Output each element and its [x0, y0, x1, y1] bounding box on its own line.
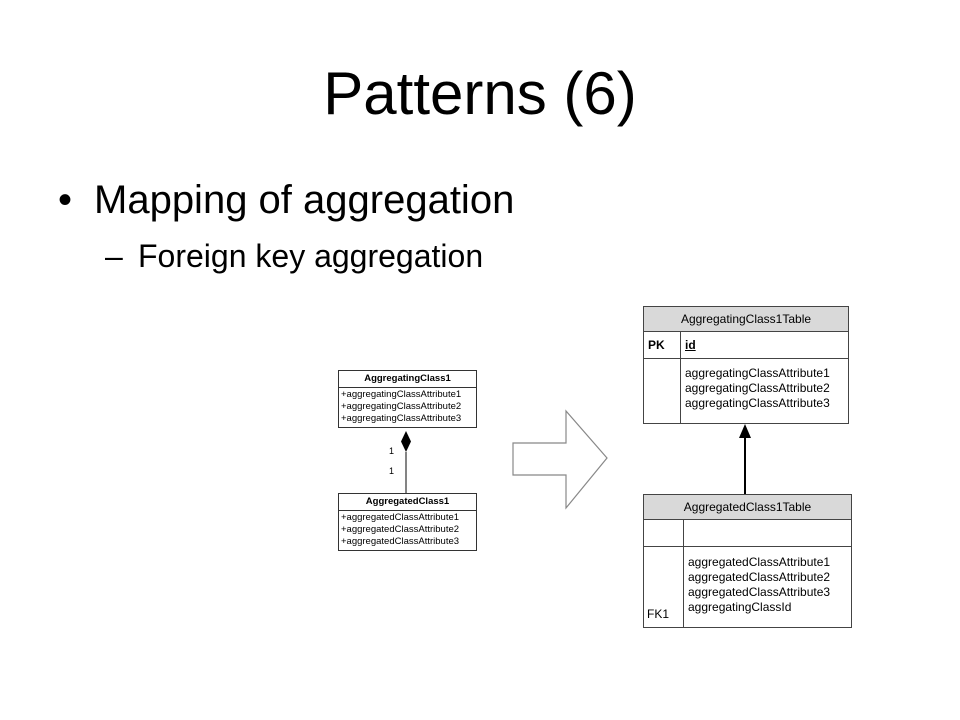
table-pk-row: PK id [644, 332, 848, 359]
table-column: aggregatingClassAttribute2 [685, 381, 830, 395]
uml-class-aggregating: AggregatingClass1 +aggregatingClassAttri… [338, 370, 477, 428]
pk-column-cell: id [681, 332, 848, 358]
fk-reference-arrowhead [739, 424, 751, 438]
table-column: aggregatedClassAttribute1 [688, 555, 831, 569]
pk-label: PK [648, 338, 665, 352]
table-key-row [644, 520, 851, 547]
multiplicity-bottom: 1 [389, 466, 395, 476]
pk-label-cell: PK [644, 332, 681, 358]
table-column: aggregatingClassAttribute1 [685, 366, 830, 380]
table-columns-row: aggregatingClassAttribute1 aggregatingCl… [644, 359, 848, 423]
uml-attribute-list: +aggregatedClassAttribute1 +aggregatedCl… [339, 511, 476, 550]
bullet-mapping-of-aggregation: • Mapping of aggregation [58, 176, 514, 224]
key-cell-empty [644, 359, 681, 423]
pk-column: id [685, 338, 696, 352]
table-column: aggregatedClassAttribute2 [688, 570, 831, 584]
uml-class-name: AggregatedClass1 [339, 494, 476, 511]
table-column: aggregatedClassAttribute3 [688, 585, 831, 599]
multiplicity-top: 1 [389, 446, 395, 456]
fk-label: FK1 [647, 607, 670, 621]
uml-class-aggregated: AggregatedClass1 +aggregatedClassAttribu… [338, 493, 477, 551]
key-cell-empty [644, 520, 684, 546]
uml-attribute: +aggregatingClassAttribute1 [341, 389, 462, 400]
table-columns-row: FK1 aggregatedClassAttribute1 aggregated… [644, 547, 851, 627]
uml-attribute: +aggregatingClassAttribute2 [341, 401, 462, 412]
uml-class-name: AggregatingClass1 [339, 371, 476, 388]
sub-bullet-foreign-key-aggregation: –Foreign key aggregation [105, 236, 483, 276]
table-name: AggregatingClass1Table [644, 307, 848, 332]
bullet-text: Mapping of aggregation [94, 178, 515, 222]
key-column-cell [684, 520, 851, 546]
table-column: aggregatingClassId [688, 600, 792, 614]
table-aggregating: AggregatingClass1Table PK id aggregating… [643, 306, 849, 424]
columns-cell: aggregatingClassAttribute1 aggregatingCl… [681, 359, 848, 423]
table-aggregated: AggregatedClass1Table FK1 aggregatedClas… [643, 494, 852, 628]
table-name: AggregatedClass1Table [644, 495, 851, 520]
table-column: aggregatingClassAttribute3 [685, 396, 830, 410]
sub-bullet-symbol: – [105, 238, 123, 274]
columns-cell: aggregatedClassAttribute1 aggregatedClas… [684, 547, 851, 627]
uml-attribute: +aggregatedClassAttribute3 [341, 536, 460, 547]
fk-label-cell: FK1 [644, 547, 684, 627]
uml-attribute-list: +aggregatingClassAttribute1 +aggregating… [339, 388, 476, 427]
uml-attribute: +aggregatingClassAttribute3 [341, 413, 462, 424]
sub-bullet-text: Foreign key aggregation [138, 238, 484, 274]
slide-title: Patterns (6) [323, 60, 637, 127]
uml-attribute: +aggregatedClassAttribute2 [341, 524, 460, 535]
uml-attribute: +aggregatedClassAttribute1 [341, 512, 460, 523]
transform-arrow [512, 409, 608, 510]
aggregation-diamond [401, 431, 411, 452]
bullet-symbol: • [58, 178, 73, 222]
